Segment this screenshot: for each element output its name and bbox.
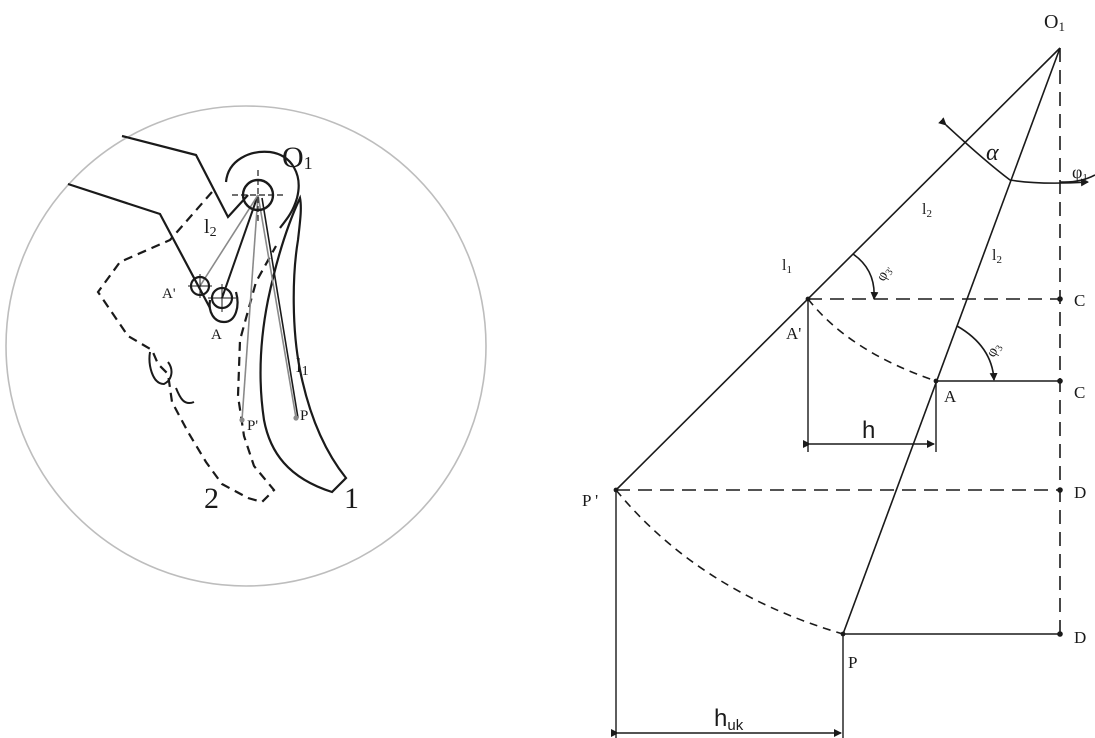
left-o1-label: O1 [282,141,313,174]
link-oa [221,194,259,299]
point-p-prime-marker [239,417,245,423]
dot-a-prime [805,296,811,302]
tooth-1-label: 1 [344,482,359,515]
arc-p-prime-p [615,489,844,635]
phi3-prime-label: φ3' [873,263,896,285]
shank-outline-solid [121,134,249,219]
huk-label: huk [714,705,744,734]
dot-c-top [1057,296,1063,302]
left-p-label: P [300,408,308,424]
h-label: h [862,417,875,444]
left-detail-view: O1 l2 l1 A' A P P' 1 2 [5,105,487,587]
c-top-label: C [1074,291,1085,310]
right-geometry-diagram: O1 α φ1 l2 l2 l1 φ3' φ3 C C D D A' A P '… [582,11,1095,738]
phi3-prime-arc [852,253,879,300]
joint-a-lug [208,291,239,324]
c-bottom-label: C [1074,383,1085,402]
p-label: P [848,653,857,672]
beam-outline-solid [67,182,211,309]
dot-c-bottom [1057,378,1063,384]
arm-op [257,194,297,419]
line-o1-p [842,47,1061,635]
a-prime-label: A' [786,324,801,343]
tooth-1-outline [259,194,348,494]
line-o1-p-prime [615,47,1061,491]
alpha-arc [938,117,1089,187]
pivot-boss [224,150,300,229]
arm-op-prime [241,194,259,421]
detail-circle [5,105,487,587]
point-p-marker [293,415,299,421]
l2-label-upper: l2 [922,201,932,220]
phi1-label: φ1 [1072,162,1088,184]
left-p-prime-label: P' [247,418,258,434]
left-a-label: A [211,327,222,343]
dot-d-bottom [1057,631,1063,637]
l1-label: l1 [782,257,792,276]
dot-a [933,378,939,384]
alpha-label: α [986,140,999,166]
dot-p [840,631,846,637]
phi1-tail [1059,174,1095,183]
phi3-label: φ3 [983,340,1005,361]
p-prime-label: P ' [582,491,598,510]
tooth-serrations [148,351,195,404]
left-l1-label: l1 [296,355,309,379]
dot-p-prime [613,487,619,493]
a-label: A [944,387,957,406]
tooth-2-outline-dashed [96,191,277,504]
tooth-2-label: 2 [204,482,219,515]
d-top-label: D [1074,483,1086,502]
phi3-arc [956,325,998,381]
dot-d-top [1057,487,1063,493]
link-oa-prime [199,194,259,287]
d-bottom-label: D [1074,628,1086,647]
left-a-prime-label: A' [162,286,176,302]
right-o1-label: O1 [1044,11,1065,34]
arm-op-dark [261,197,299,419]
left-l2-label: l2 [204,216,217,240]
arc-a-prime-a [807,298,937,382]
l2-label-lower: l2 [992,247,1002,266]
